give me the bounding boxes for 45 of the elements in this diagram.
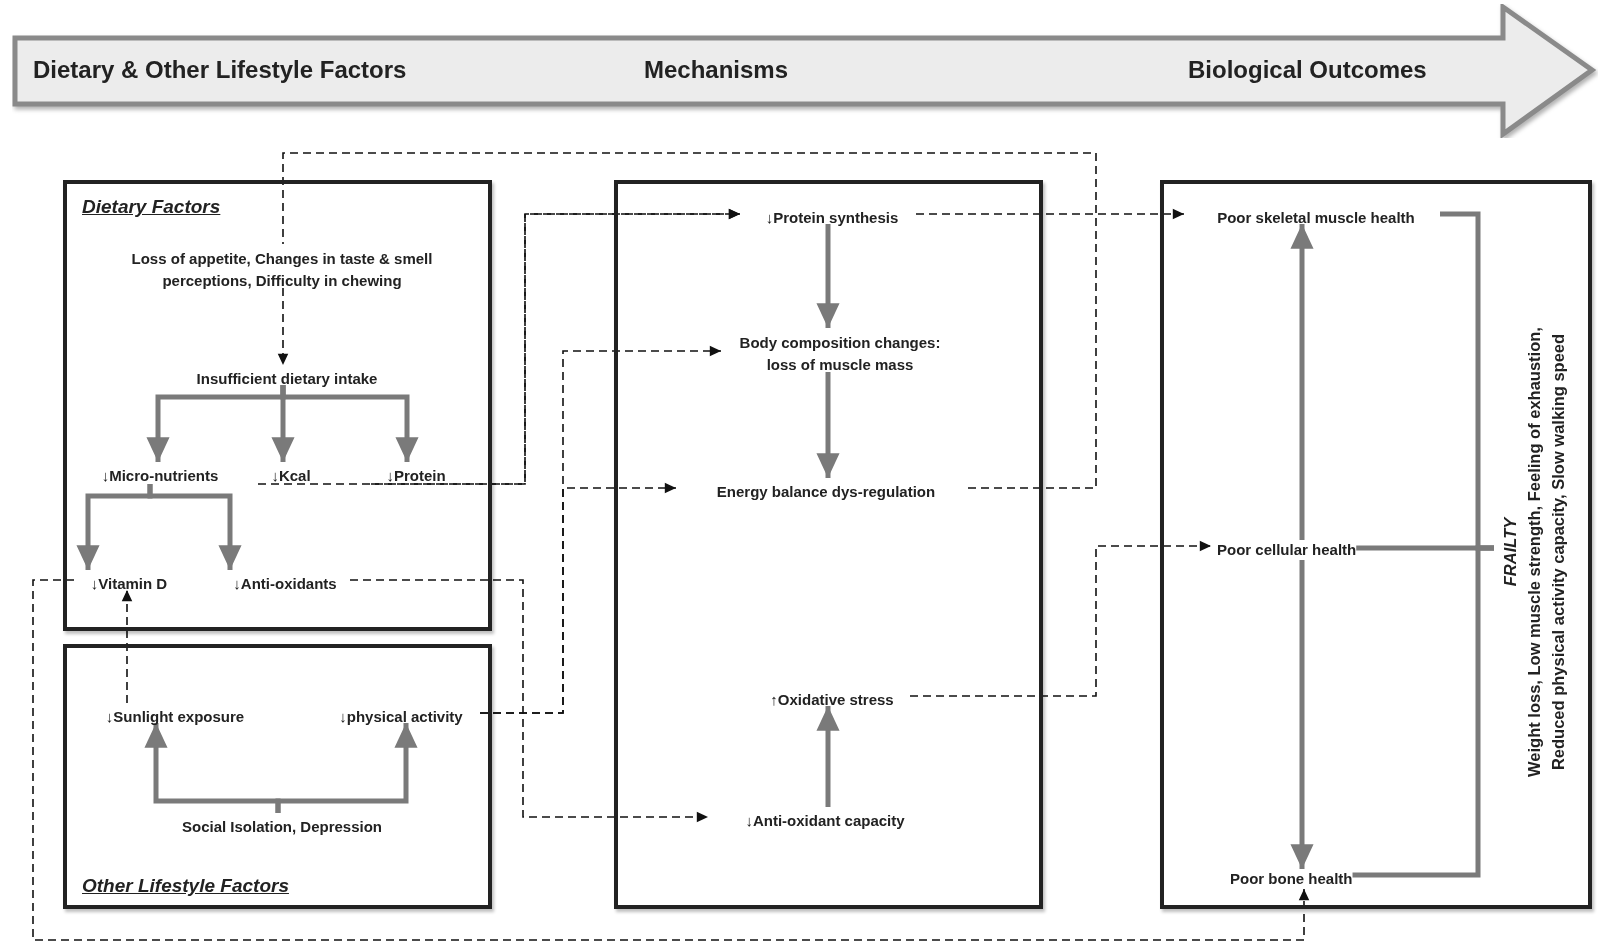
arrow (275, 723, 418, 813)
arrow (1290, 224, 1314, 540)
factor-text: Insufficient dietary intake (174, 369, 400, 389)
dashed-arrow (909, 540, 1212, 697)
factor-text: ↓Kcal (262, 466, 320, 488)
factor-text: ↓Protein synthesis (744, 208, 920, 228)
factor-text: Social Isolation, Depression (154, 817, 410, 837)
factor-text: Poor skeletal muscle health (1188, 208, 1444, 228)
dashed-arrow (32, 579, 1310, 941)
dashed-arrow (370, 208, 741, 485)
group-box (63, 180, 492, 631)
stage-heading: Mechanisms (644, 56, 789, 84)
dashed-arrow (479, 482, 677, 714)
frailty-description: Weight loss, Low muscle strength, Feeling of exhaustion, Reduced physical activity capacity, Slow walking speed (1524, 326, 1568, 779)
group-box (1160, 180, 1592, 909)
factor-text: ↑Oxidative stress (750, 690, 914, 710)
group-heading: Dietary Factors (82, 196, 221, 218)
arrow (1290, 560, 1314, 869)
factor-text: Body composition changes: loss of muscle mass (725, 332, 955, 376)
group-heading: Other Lifestyle Factors (82, 875, 289, 897)
stage-heading: Biological Outcomes (1188, 56, 1427, 84)
factor-text: Energy balance dys-regulation (680, 482, 972, 502)
factor-text: ↓Anti-oxidant capacity (712, 811, 938, 831)
dashed-arrow (349, 579, 709, 823)
factor-text: ↓physical activity (318, 707, 484, 727)
factor-text: ↓Anti-oxidants (216, 574, 354, 594)
dashed-arrow (121, 589, 133, 704)
frailty-heading: FRAILTY (1500, 517, 1520, 587)
dashed-arrow (277, 287, 289, 366)
arrow (147, 484, 242, 570)
factor-text: Loss of appetite, Changes in taste & smell perceptions, Difficulty in chewing (124, 248, 440, 292)
dashed-arrow (915, 208, 1185, 220)
factor-text: ↓Micro-nutrients (84, 466, 236, 488)
arrow (816, 706, 840, 807)
factor-text: ↓Vitamin D (78, 574, 180, 594)
factor-text: ↓Protein (375, 466, 457, 488)
factor-text: ↓Sunlight exposure (84, 707, 266, 727)
group-box (614, 180, 1043, 909)
arrow (816, 372, 840, 478)
factor-text: Poor cellular health (1211, 540, 1357, 560)
arrow (280, 385, 419, 462)
arrow (816, 224, 840, 328)
stage-heading: Dietary & Other Lifestyle Factors (33, 56, 407, 84)
factor-text: Poor bone health (1228, 869, 1353, 889)
group-box (63, 644, 492, 909)
